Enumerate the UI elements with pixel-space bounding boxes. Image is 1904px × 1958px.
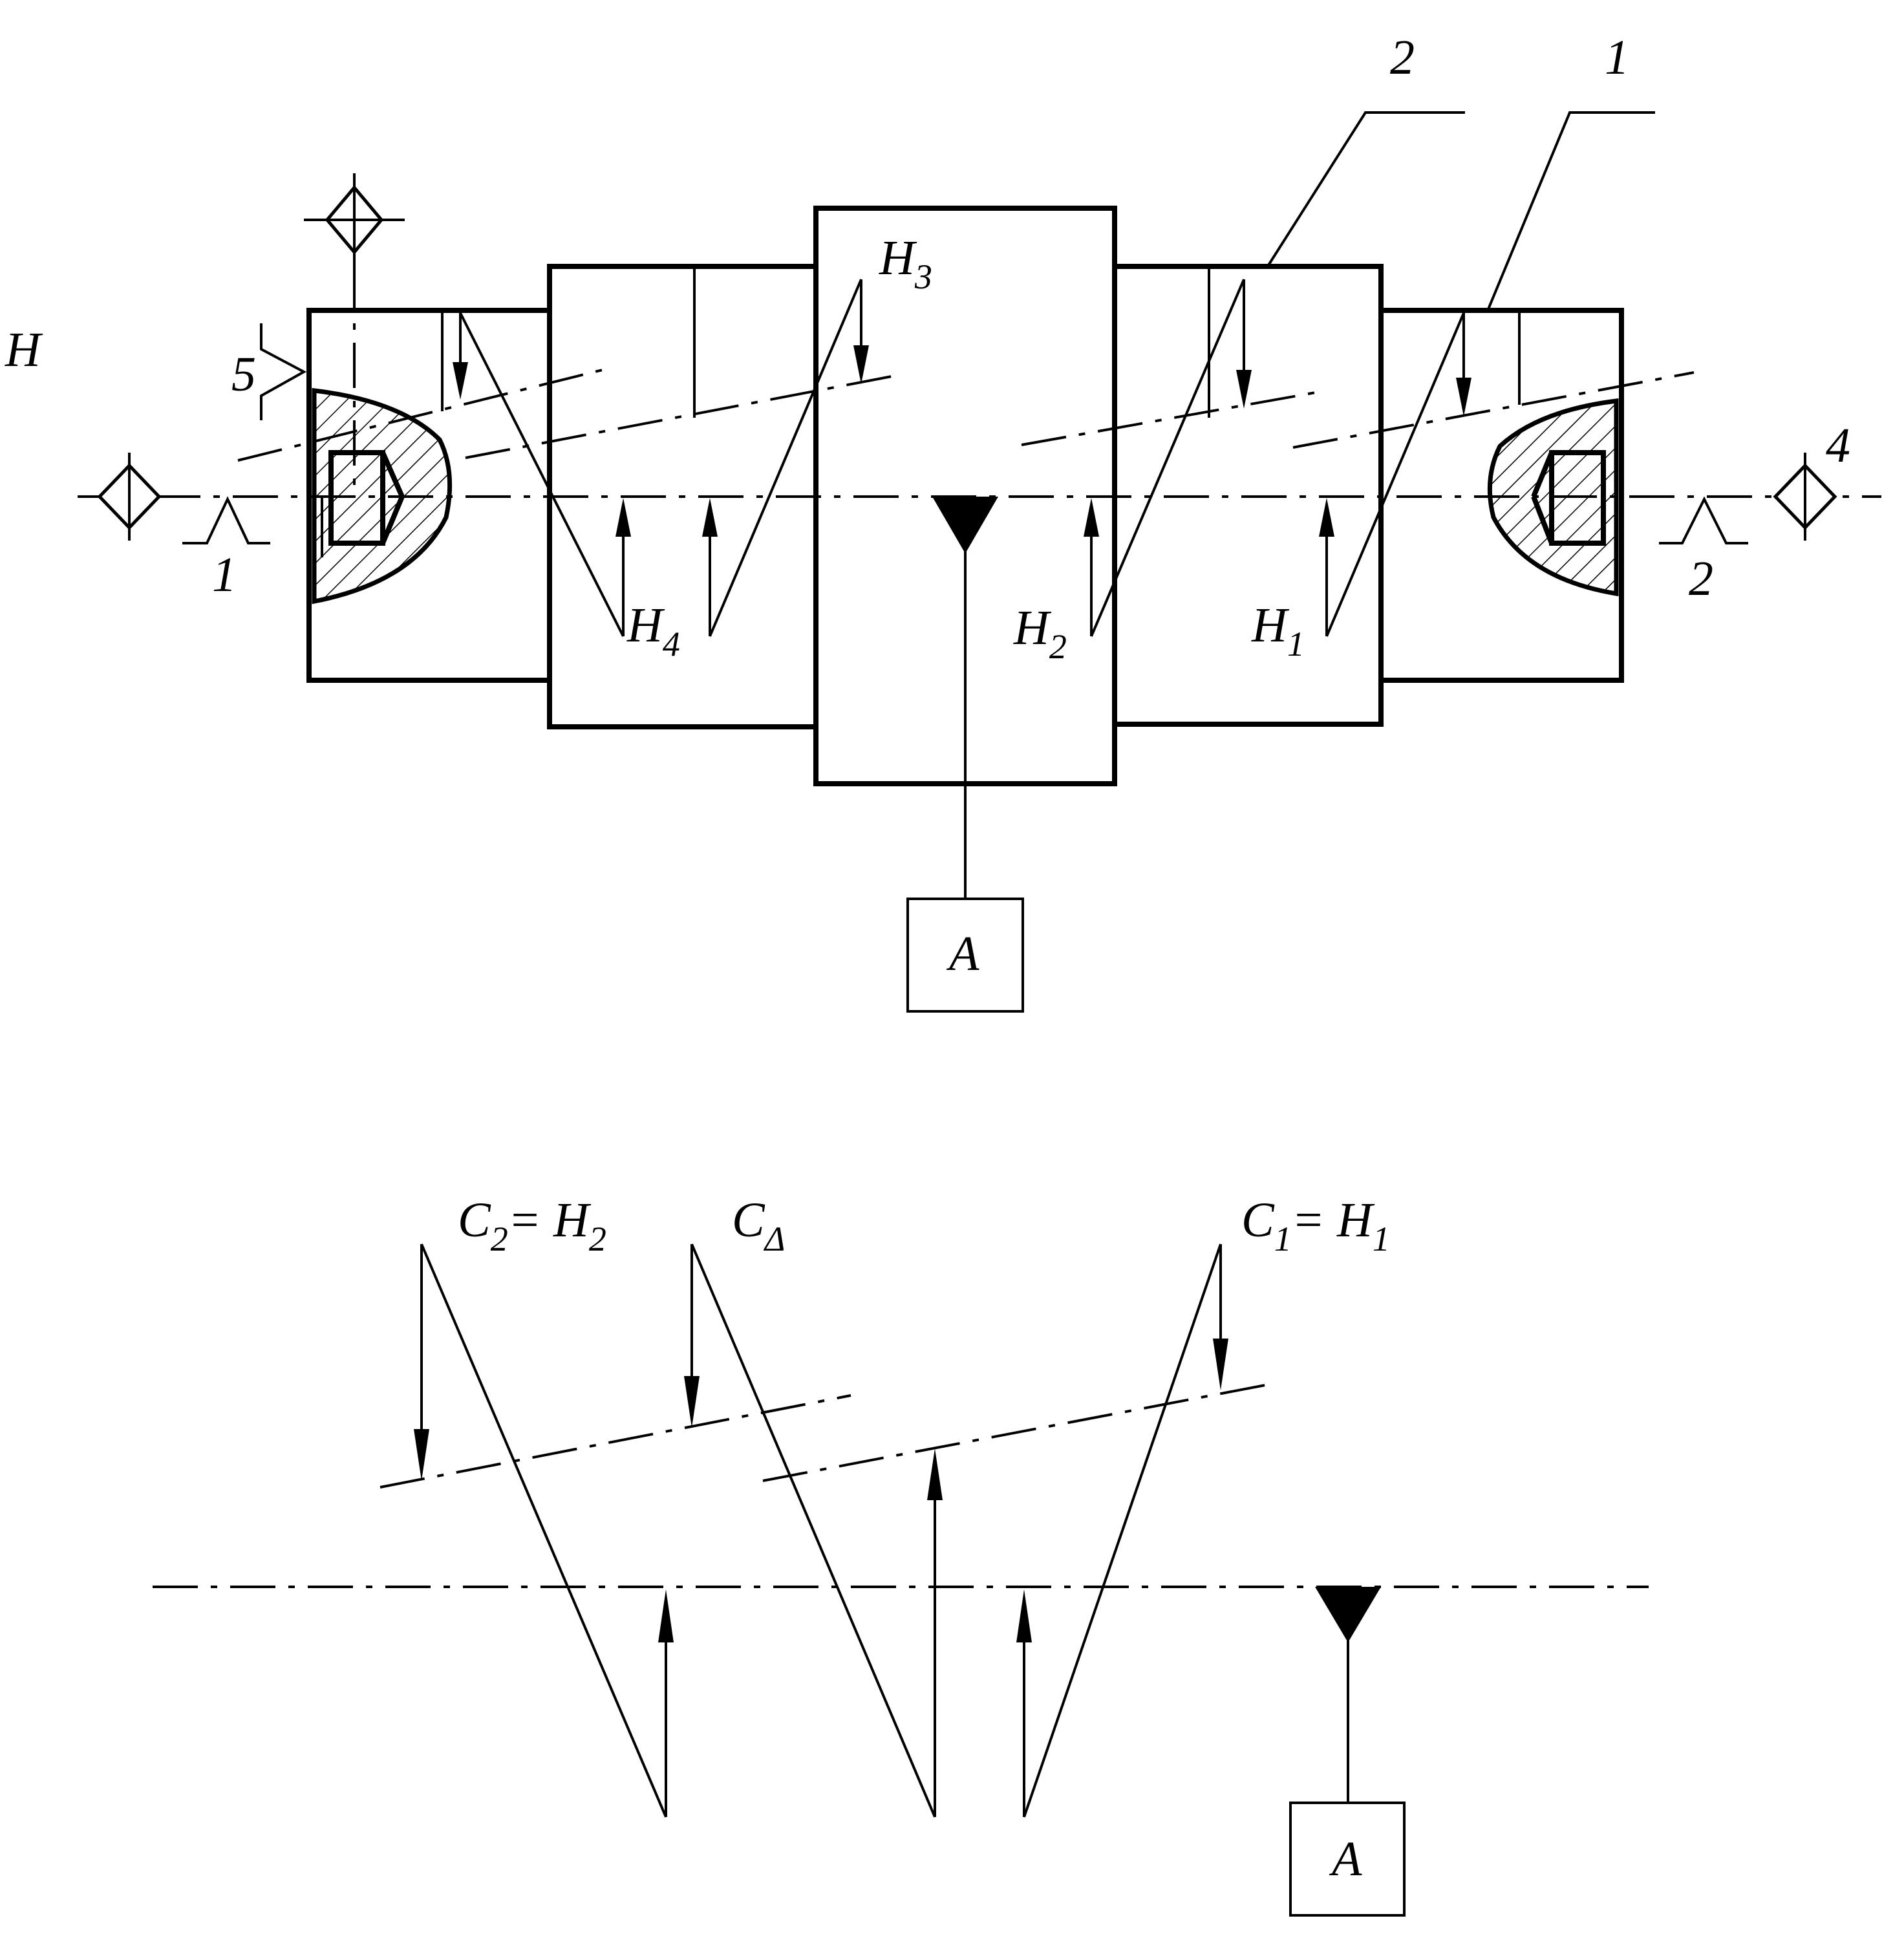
dim-label-h4: H4 [626, 598, 680, 663]
diagram-base-frame [1289, 1802, 1406, 1917]
label-c2-h2: C2= H2 [458, 1193, 606, 1258]
ref-line-1 [237, 367, 608, 462]
diagram-zigzag-2 [690, 1243, 936, 1818]
center-hole-right-bore [1549, 450, 1606, 546]
ref-line-2 [465, 374, 899, 459]
arrow-h1-b [1456, 313, 1471, 416]
node-marker-left [97, 453, 162, 541]
arrow-h4-b [615, 498, 631, 636]
node-label-5: 5 [231, 347, 256, 402]
arrow-up-1 [658, 1589, 674, 1817]
center-hole-right-cone [1531, 451, 1554, 498]
support-label-left: 1 [212, 548, 237, 602]
zigzag-right [1090, 279, 1245, 637]
dim-label-h3: H3 [879, 231, 932, 296]
plane-label: H [5, 323, 43, 377]
callout-leader-1 [1487, 111, 1655, 310]
support-symbol-left [182, 496, 270, 544]
marker-5-symbol [260, 323, 307, 420]
callout-leader-2 [1267, 111, 1465, 266]
base-frame [906, 898, 1024, 1013]
arrow-c2 [414, 1244, 429, 1481]
shaft-step-right [1378, 308, 1624, 683]
arrow-c1 [1213, 1244, 1228, 1390]
arrow-up-3 [1016, 1589, 1032, 1817]
arrow-cdelta [684, 1244, 700, 1428]
zigzag-right-2 [1325, 312, 1465, 637]
dim-label-h1: H1 [1251, 598, 1305, 663]
label-cdelta: CΔ [732, 1193, 785, 1258]
diagram-zigzag-3 [1023, 1243, 1222, 1818]
diagram-base-triangle [1315, 1587, 1381, 1642]
deviation-diagram [153, 1243, 1649, 1917]
arrow-h3-b [853, 279, 869, 384]
diagram-base-label: A [1329, 1832, 1362, 1886]
diagram-ref-line-2 [762, 1382, 1273, 1482]
support-label-right: 2 [1689, 552, 1713, 606]
diagram-zigzag-1 [420, 1243, 667, 1818]
arrow-h2-a [1084, 498, 1099, 636]
center-hole-left-bore [328, 450, 385, 546]
callout-label-1: 1 [1605, 30, 1629, 85]
node-marker-top [304, 173, 405, 266]
ref-line-3 [1021, 389, 1327, 446]
center-hole-left-cone-2 [380, 495, 405, 544]
zigzag-left-2 [709, 279, 862, 637]
node-marker-right [1773, 453, 1837, 541]
support-symbol-right [1659, 496, 1748, 544]
arrow-h2-b [1236, 279, 1252, 409]
ref-line-4 [1292, 371, 1695, 449]
node-label-4: 4 [1826, 418, 1850, 473]
base-triangle [932, 497, 998, 554]
arrow-h4-a [453, 313, 468, 400]
arrow-up-2 [927, 1448, 943, 1817]
zigzag-left [459, 312, 625, 637]
callout-label-2: 2 [1390, 30, 1415, 85]
shaft-drawing [78, 111, 1881, 1013]
center-hole-left-cone [380, 451, 405, 498]
base-label: A [946, 927, 979, 981]
arrow-h1-a [1319, 498, 1334, 636]
center-hole-right-cone-2 [1531, 495, 1554, 544]
arrow-h3-a [702, 498, 718, 636]
dim-label-h2: H2 [1013, 601, 1067, 666]
measurement-points [321, 266, 1521, 557]
label-c1-h1: C1= H1 [1241, 1193, 1390, 1258]
diagram-ref-line-1 [380, 1394, 851, 1489]
